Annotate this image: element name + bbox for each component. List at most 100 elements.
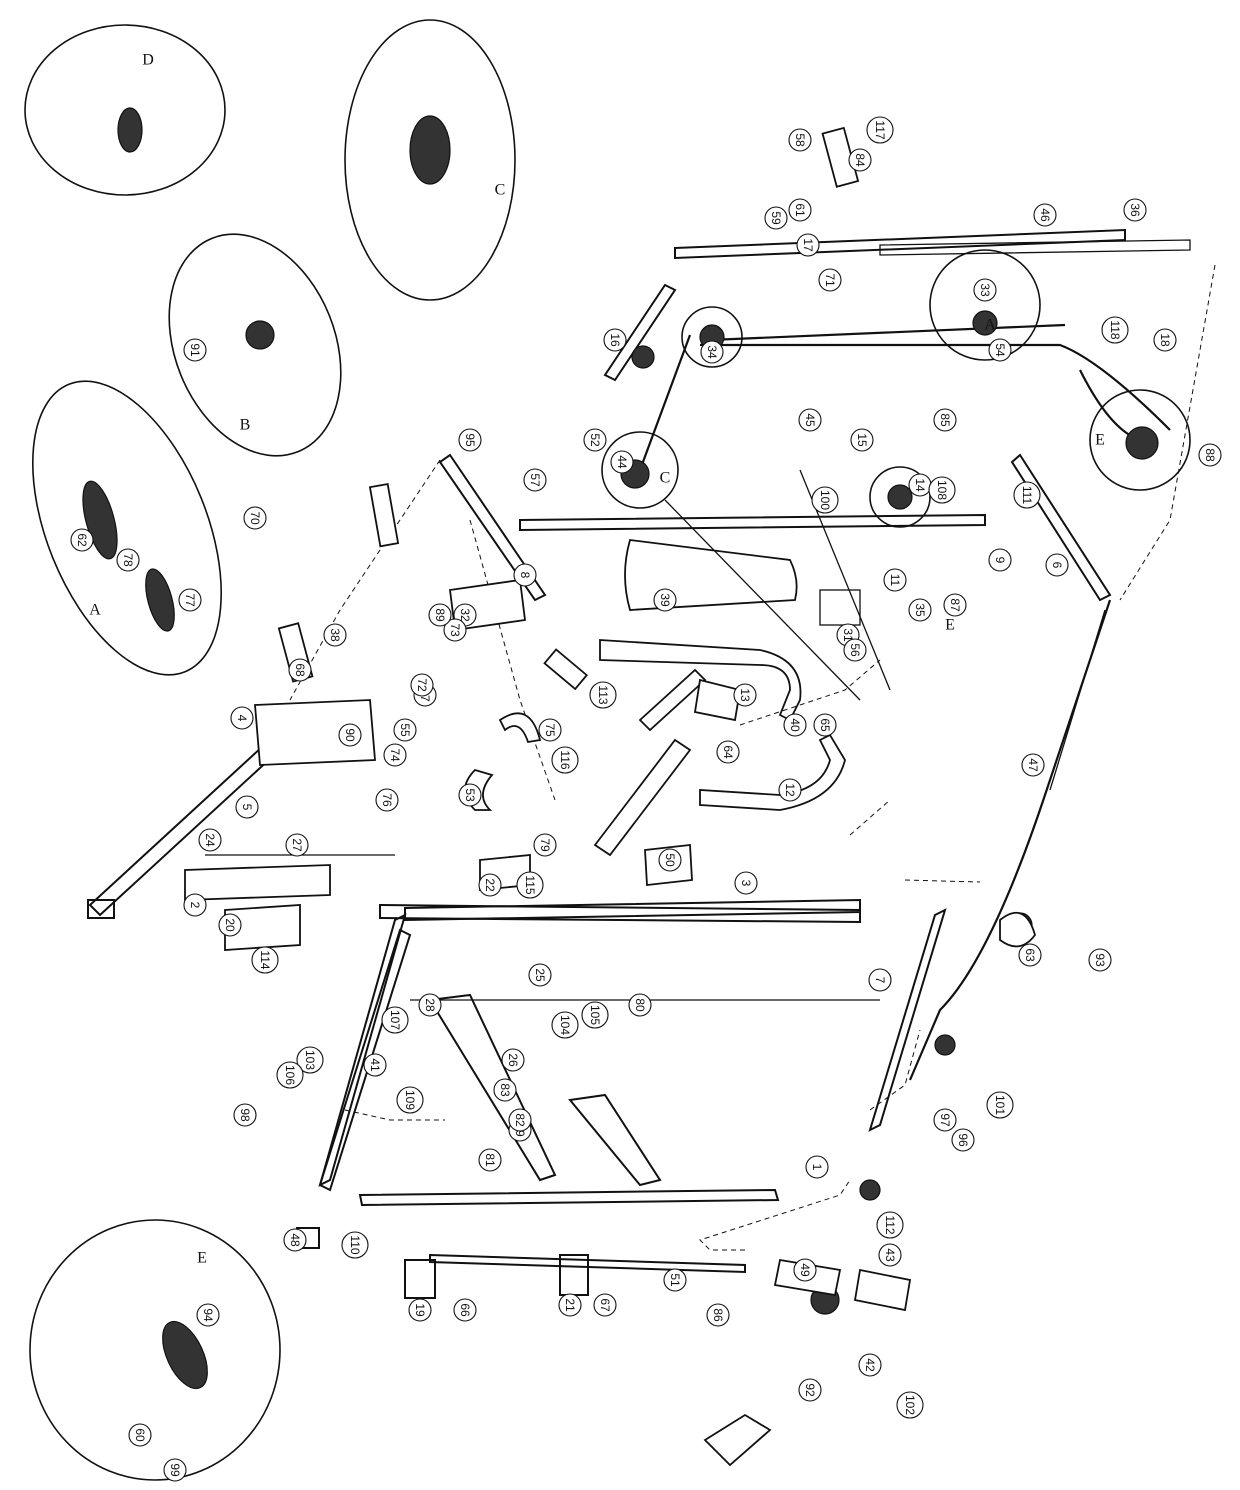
part-number-label: 9 — [993, 557, 1007, 564]
part-callout: 47 — [1021, 753, 1045, 777]
part-callout: 42 — [858, 1353, 882, 1377]
part-number-label: 111 — [1020, 486, 1034, 505]
part-callout-circle — [538, 718, 562, 742]
part-number-label: 22 — [483, 878, 497, 892]
part-number-label: 99 — [168, 1463, 182, 1477]
part-number-label: 2 — [188, 902, 202, 909]
part-number-label: 92 — [803, 1383, 817, 1397]
part-callout-circle — [796, 233, 820, 257]
part-callout: 45 — [798, 408, 822, 432]
part-callout: 6 — [1045, 553, 1069, 577]
part-callout: 70 — [243, 506, 267, 530]
part-number-label: 51 — [668, 1273, 682, 1287]
part-callout-circle — [533, 833, 557, 857]
part-callout: 95 — [458, 428, 482, 452]
part-callout: 115 — [516, 871, 544, 899]
part-callout: 52 — [583, 428, 607, 452]
part-callout: 15 — [850, 428, 874, 452]
part-number-label: 65 — [818, 718, 832, 732]
part-number-label: 85 — [938, 413, 952, 427]
part-callout: 27 — [285, 833, 309, 857]
part-callout: 35 — [908, 598, 932, 622]
part-number-label: 17 — [801, 238, 815, 252]
part-number-label: 26 — [506, 1053, 520, 1067]
part-number-label: 53 — [463, 788, 477, 802]
part-callout-circle — [798, 1378, 822, 1402]
part-callout: 58 — [788, 128, 812, 152]
part-callout: 100 — [811, 486, 839, 514]
part-number-label: 11 — [888, 574, 902, 587]
part-callout: 102 — [896, 1391, 924, 1419]
part-callout: 113 — [589, 681, 617, 709]
part-number-label: 109 — [403, 1090, 417, 1110]
part-callout-circle — [811, 486, 839, 514]
part-callout-circle — [908, 598, 932, 622]
part-callout: 62 — [70, 528, 94, 552]
part-number-label: 46 — [1038, 208, 1052, 222]
part-number-label: 41 — [368, 1058, 382, 1072]
detail-circle-c-small: C — [601, 431, 679, 509]
part-callout-circle — [628, 993, 652, 1017]
part-callout: 117 — [866, 116, 894, 144]
part-number-label: 87 — [948, 598, 962, 612]
part-callout: 33 — [973, 278, 997, 302]
part-callout-circle — [128, 1423, 152, 1447]
part-callout-circle — [589, 681, 617, 709]
part-number-label: 1 — [810, 1164, 824, 1171]
part-callout-circle — [928, 476, 956, 504]
part-callout-circle — [235, 795, 259, 819]
part-callout-circle — [501, 1048, 525, 1072]
part-callout: 17 — [796, 233, 820, 257]
part-callout-circle — [276, 1061, 304, 1089]
part-callout-circle — [288, 658, 312, 682]
part-callout-circle — [478, 873, 502, 897]
part-callout: 106 — [276, 1061, 304, 1089]
part-callout-circle — [1088, 948, 1112, 972]
detail-circle-a-small: A — [929, 249, 1041, 361]
part-callout: 36 — [1123, 198, 1147, 222]
part-callout-circle — [764, 206, 788, 230]
part-callout-circle — [493, 1078, 517, 1102]
detail-label-c: C — [495, 182, 506, 199]
part-number-label: 7 — [873, 977, 887, 984]
part-callout-circle — [866, 116, 894, 144]
part-callout-circle — [1123, 198, 1147, 222]
part-callout: 86 — [706, 1303, 730, 1327]
part-callout: 64 — [716, 740, 740, 764]
part-number-label: 107 — [388, 1010, 402, 1030]
part-callout: 108 — [928, 476, 956, 504]
part-callout-circle — [733, 683, 757, 707]
detail-label-e-small: E — [1095, 432, 1105, 449]
part-callout-circle — [516, 871, 544, 899]
part-number-label: 72 — [415, 678, 429, 692]
part-callout-circle — [876, 1211, 904, 1239]
part-callout: 118 — [1101, 316, 1129, 344]
detail-circle-e: E — [29, 1219, 281, 1481]
part-callout-circle — [296, 1046, 324, 1074]
part-callout: 74 — [383, 743, 407, 767]
part-number-label: 45 — [803, 413, 817, 427]
part-number-label: 16 — [608, 333, 622, 347]
part-number-label: 81 — [483, 1153, 497, 1167]
part-callout: 81 — [478, 1148, 502, 1172]
part-callout: 111 — [1013, 481, 1041, 509]
part-number-label: 20 — [223, 918, 237, 932]
part-callout-circle — [338, 723, 362, 747]
part-callout-circle — [523, 468, 547, 492]
part-callout-circle — [581, 1001, 609, 1029]
part-callout-circle — [1018, 943, 1042, 967]
part-number-label: 74 — [388, 748, 402, 762]
part-callout-circle — [551, 1011, 579, 1039]
detail-circle-e-small: E — [1089, 389, 1191, 491]
part-number-label: 44 — [615, 455, 629, 469]
part-number-label: 13 — [738, 688, 752, 702]
part-callout-circle — [178, 588, 202, 612]
part-callout-circle — [658, 848, 682, 872]
part-callout: 79 — [533, 833, 557, 857]
part-callout: 34 — [700, 340, 724, 364]
part-number-label: 97 — [938, 1113, 952, 1127]
part-callout: 8 — [513, 563, 537, 587]
part-callout-circle — [285, 833, 309, 857]
part-callout: 78 — [116, 548, 140, 572]
detail-label-e: E — [197, 1250, 207, 1267]
